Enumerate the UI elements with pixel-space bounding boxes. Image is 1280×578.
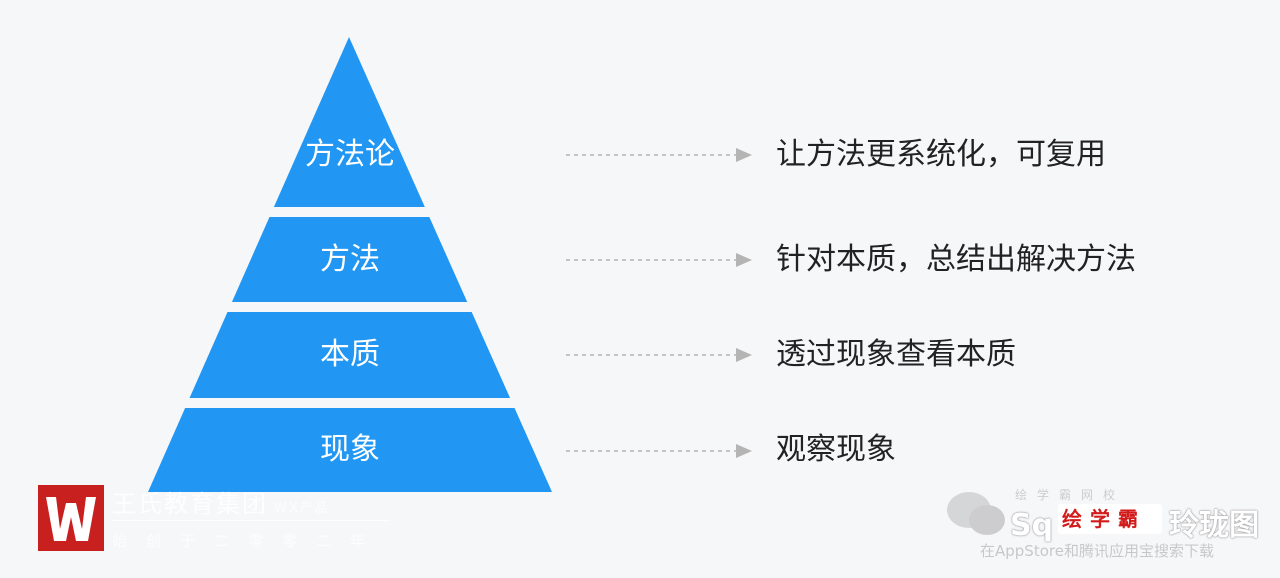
watermark-bottom-text: 在AppStore和腾讯应用宝搜索下载 <box>980 542 1214 560</box>
pyramid-tier-phenomenon <box>148 408 552 492</box>
pyramid-tier-essence <box>189 312 511 398</box>
pyramid-tier-methodology <box>273 37 425 207</box>
logo-divider <box>112 520 390 521</box>
company-logo-icon <box>38 485 104 551</box>
company-slogan: 始创于二零零二年 <box>112 532 385 550</box>
tier-label-method: 方法 <box>320 242 380 277</box>
company-name-tag: WX产品 <box>274 501 330 516</box>
watermark-top-text: 绘学霸网校 <box>1015 488 1126 502</box>
wechat-icon <box>947 492 1005 535</box>
tier-label-methodology: 方法论 <box>305 137 395 172</box>
arrow-head-icon <box>736 148 752 162</box>
tier-label-phenomenon: 现象 <box>320 432 380 467</box>
description-method: 针对本质，总结出解决方法 <box>776 242 1136 277</box>
description-methodology: 让方法更系统化，可复用 <box>776 137 1106 172</box>
tier-label-essence: 本质 <box>320 337 380 372</box>
arrow-head-icon <box>736 444 752 458</box>
description-phenomenon: 观察现象 <box>776 432 896 467</box>
description-essence: 透过现象查看本质 <box>776 337 1016 372</box>
arrow-head-icon <box>736 253 752 267</box>
arrow-head-icon <box>736 348 752 362</box>
pyramid-tier-method <box>231 217 468 302</box>
watermark-badge: 绘学霸 <box>1058 504 1162 534</box>
